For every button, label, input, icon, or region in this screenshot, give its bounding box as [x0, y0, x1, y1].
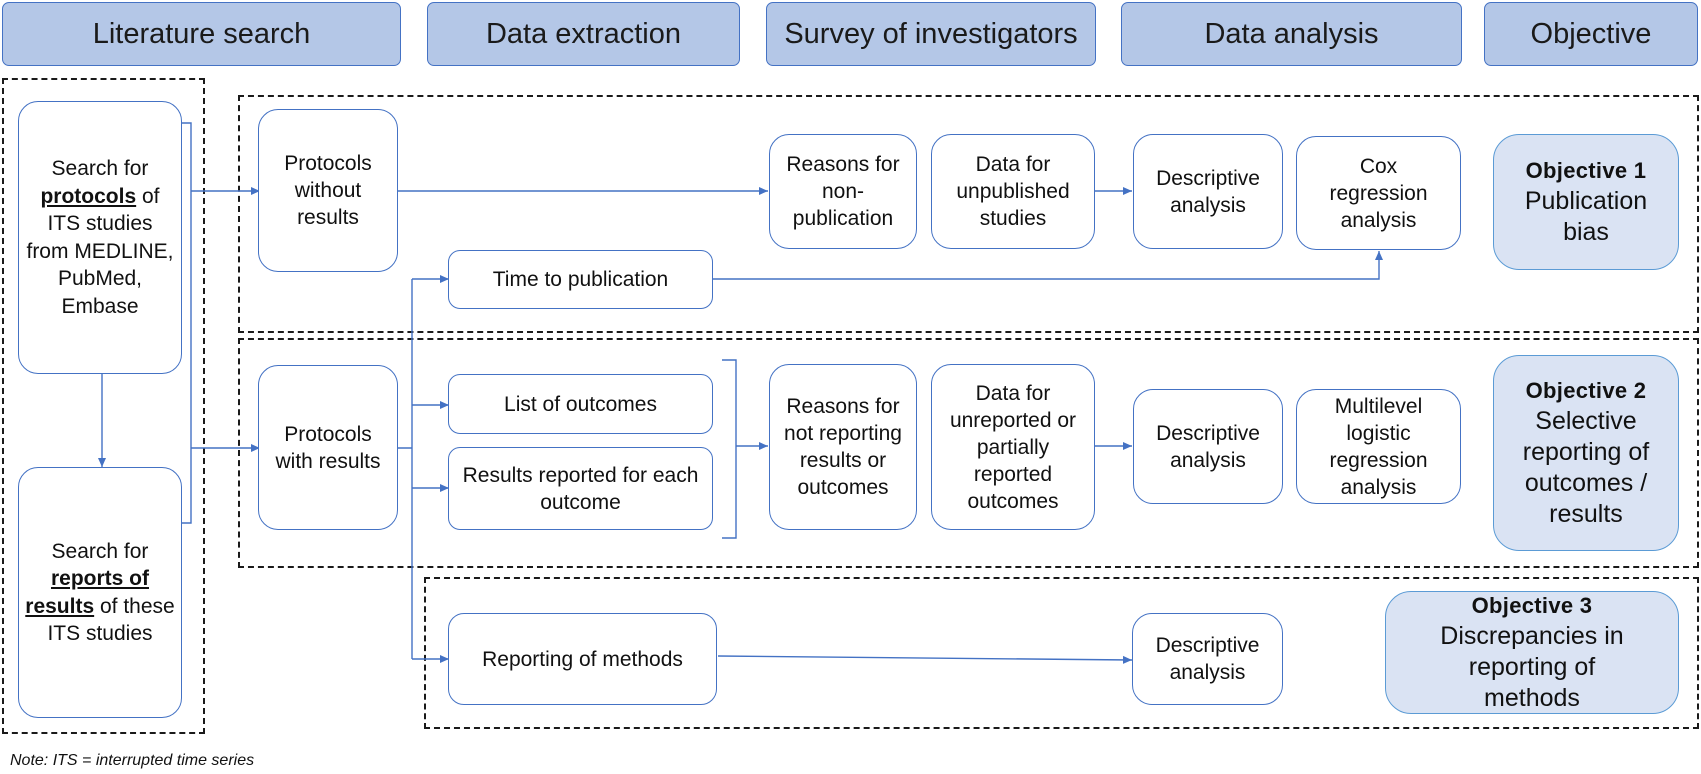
objective-3-group — [424, 577, 1699, 729]
search-reports-pre: Search for — [51, 539, 149, 563]
header-data-extraction: Data extraction — [427, 2, 740, 66]
list-of-outcomes-box: List of outcomes — [448, 374, 713, 434]
header-objective: Objective — [1484, 2, 1698, 66]
search-protocols-keyword: protocols — [40, 184, 137, 208]
footnote: Note: ITS = interrupted time series — [10, 752, 255, 769]
protocols-without-results-box: Protocols without results — [258, 109, 398, 272]
outcomes-bracket — [722, 359, 737, 539]
objective-2-group — [238, 338, 1699, 568]
header-survey-of-investigators: Survey of investigators — [766, 2, 1096, 66]
search-bracket — [182, 122, 192, 524]
multilevel-regression-box: Multilevel logistic regression analysis — [1296, 389, 1461, 504]
time-to-publication-box: Time to publication — [448, 250, 713, 309]
objective-3-description: Discrepancies in reporting of methods — [1440, 622, 1624, 712]
data-unreported-outcomes-box: Data for unreported or partially reporte… — [931, 364, 1095, 530]
results-reported-box: Results reported for each outcome — [448, 447, 713, 530]
cox-regression-box: Cox regression analysis — [1296, 136, 1461, 250]
search-reports-box: Search for reports of results of these I… — [18, 467, 182, 718]
arrow-time-to-cox — [713, 251, 1383, 280]
objective-1-group — [238, 95, 1699, 333]
descriptive-analysis-3-box: Descriptive analysis — [1132, 613, 1283, 705]
descriptive-analysis-1-box: Descriptive analysis — [1133, 134, 1283, 249]
objective-1-box: Objective 1 Publication bias — [1493, 134, 1679, 270]
objective-3-box: Objective 3 Discrepancies in reporting o… — [1385, 591, 1679, 714]
arrow-methods-to-descriptive — [717, 655, 1133, 664]
objective-1-description: Publication bias — [1524, 187, 1648, 246]
reporting-of-methods-box: Reporting of methods — [448, 613, 717, 705]
descriptive-analysis-2-box: Descriptive analysis — [1133, 389, 1283, 504]
objective-3-title: Objective 3 — [1471, 593, 1593, 618]
literature-search-group — [2, 78, 205, 734]
objective-2-description: Selective reporting of outcomes / result… — [1522, 407, 1650, 528]
search-reports-keyword: reports of results — [25, 567, 149, 618]
reasons-not-reporting-box: Reasons for not reporting results or out… — [769, 364, 917, 530]
header-data-analysis: Data analysis — [1121, 2, 1462, 66]
search-reports-post: of these ITS studies — [47, 594, 175, 646]
search-protocols-post: of ITS studies from MEDLINE, PubMed, Emb… — [26, 184, 174, 318]
fanout-trunk — [398, 279, 413, 659]
objective-2-box: Objective 2 Selective reporting of outco… — [1493, 355, 1679, 551]
objective-1-title: Objective 1 — [1525, 158, 1647, 183]
search-protocols-box: Search for protocols of ITS studies from… — [18, 101, 182, 374]
search-protocols-pre: Search for — [51, 157, 149, 180]
protocols-with-results-box: Protocols with results — [258, 365, 398, 530]
header-literature-search: Literature search — [2, 2, 401, 66]
objective-2-title: Objective 2 — [1525, 378, 1647, 403]
reasons-non-publication-box: Reasons for non-publication — [769, 134, 917, 249]
data-unpublished-studies-box: Data for unpublished studies — [931, 134, 1095, 249]
